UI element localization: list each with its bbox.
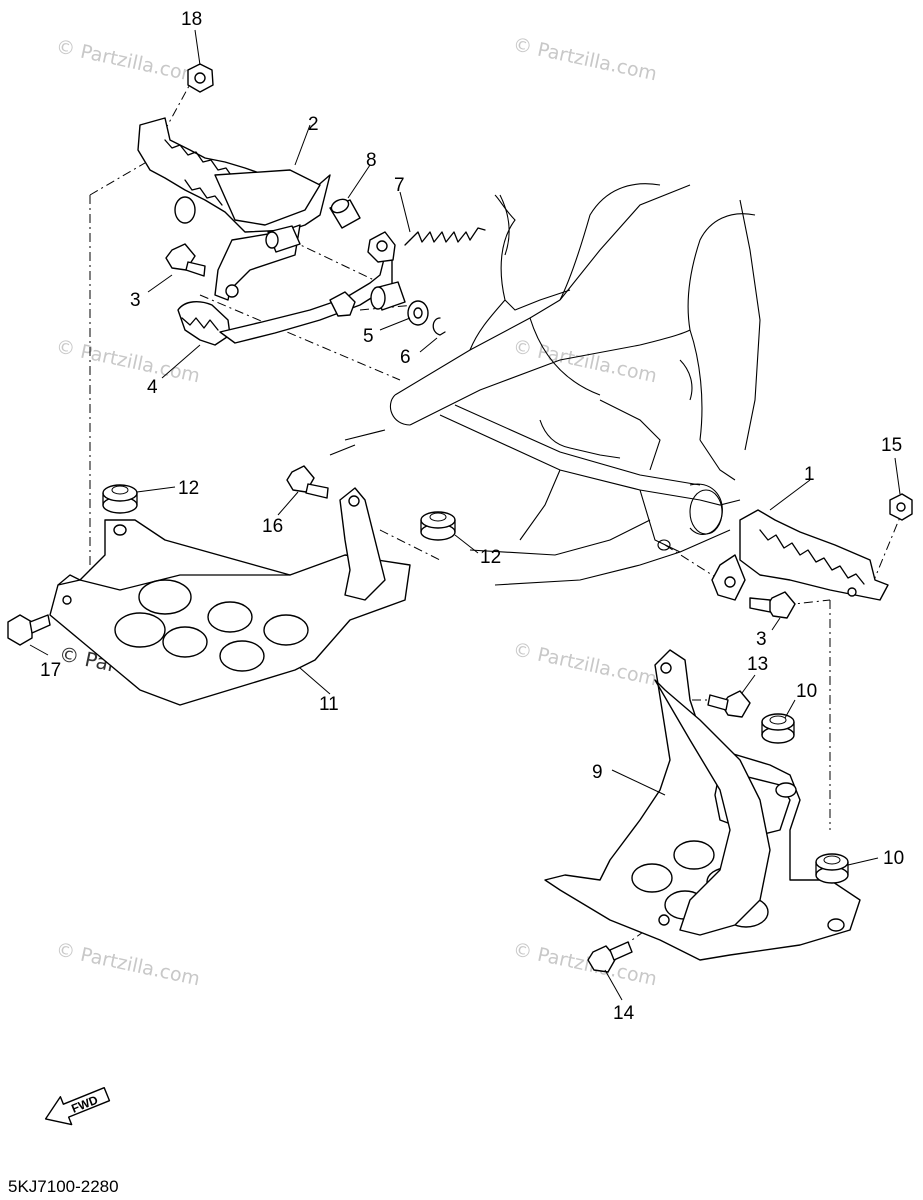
callout-6[interactable]: 6 bbox=[400, 347, 411, 368]
callout-14[interactable]: 14 bbox=[613, 1003, 635, 1024]
callout-10[interactable]: 10 bbox=[796, 681, 817, 702]
part-brake-pedal bbox=[177, 231, 396, 346]
part-footrest-upper bbox=[137, 117, 331, 301]
callout-16[interactable]: 16 bbox=[262, 516, 283, 537]
part-guard-right bbox=[544, 649, 861, 961]
part-grommet-12b bbox=[420, 511, 456, 541]
watermark: © Partzilla.com bbox=[511, 938, 659, 990]
fwd-label: FWD bbox=[69, 1092, 100, 1115]
callout-12[interactable]: 12 bbox=[480, 547, 501, 568]
part-spring bbox=[404, 227, 486, 246]
callout-5[interactable]: 5 bbox=[363, 326, 374, 347]
watermark: © Partzilla.com bbox=[54, 335, 202, 387]
part-bolt-14 bbox=[587, 941, 633, 973]
callout-8[interactable]: 8 bbox=[366, 150, 377, 171]
callout-13[interactable]: 13 bbox=[747, 654, 768, 675]
callout-1[interactable]: 1 bbox=[804, 464, 815, 485]
callout-11[interactable]: 11 bbox=[319, 694, 339, 715]
callout-2[interactable]: 2 bbox=[308, 114, 319, 135]
callout-3[interactable]: 3 bbox=[130, 290, 141, 311]
part-grommet-12a bbox=[102, 484, 138, 514]
callout-18[interactable]: 18 bbox=[181, 9, 202, 30]
watermark: © Partzilla.com bbox=[54, 35, 202, 87]
reference-lines bbox=[89, 74, 906, 946]
callout-7[interactable]: 7 bbox=[394, 175, 405, 196]
part-nut-18 bbox=[187, 63, 214, 93]
callout-4[interactable]: 4 bbox=[147, 377, 158, 398]
callout-3[interactable]: 3 bbox=[756, 629, 767, 650]
part-nut-15 bbox=[889, 493, 913, 521]
part-bolt-upper bbox=[165, 243, 206, 277]
leader-lines bbox=[29, 29, 901, 1001]
part-collar bbox=[329, 198, 361, 229]
part-bolt-17 bbox=[7, 614, 51, 646]
callouts: 18 2 8 7 3 5 6 4 15 1 12 16 12 3 17 13 1… bbox=[40, 9, 904, 1024]
diagram-code: 5KJ7100-2280 bbox=[8, 1177, 119, 1196]
part-grommet-10b bbox=[815, 853, 849, 884]
callout-10[interactable]: 10 bbox=[883, 848, 904, 869]
callout-12[interactable]: 12 bbox=[178, 478, 199, 499]
part-washer-clip bbox=[407, 300, 446, 336]
callout-15[interactable]: 15 bbox=[881, 435, 902, 456]
callout-9[interactable]: 9 bbox=[592, 762, 603, 783]
frame-outline bbox=[329, 183, 761, 586]
part-bolt-16 bbox=[286, 465, 329, 499]
part-guard-left bbox=[49, 487, 411, 706]
watermark: © Partzilla.com bbox=[511, 33, 659, 85]
callout-17[interactable]: 17 bbox=[40, 660, 61, 681]
watermark: © Partzilla.com bbox=[511, 335, 659, 387]
part-bolt-13 bbox=[707, 690, 751, 718]
fwd-arrow-icon: FWD bbox=[44, 1086, 111, 1126]
part-footrest-lower bbox=[711, 509, 889, 601]
watermark: © Partzilla.com bbox=[54, 938, 202, 990]
part-bolt-lower bbox=[749, 591, 796, 619]
part-grommet-10a bbox=[761, 713, 795, 744]
part-pivot-shaft bbox=[265, 225, 406, 311]
watermark: © Partzilla.com bbox=[511, 638, 659, 690]
